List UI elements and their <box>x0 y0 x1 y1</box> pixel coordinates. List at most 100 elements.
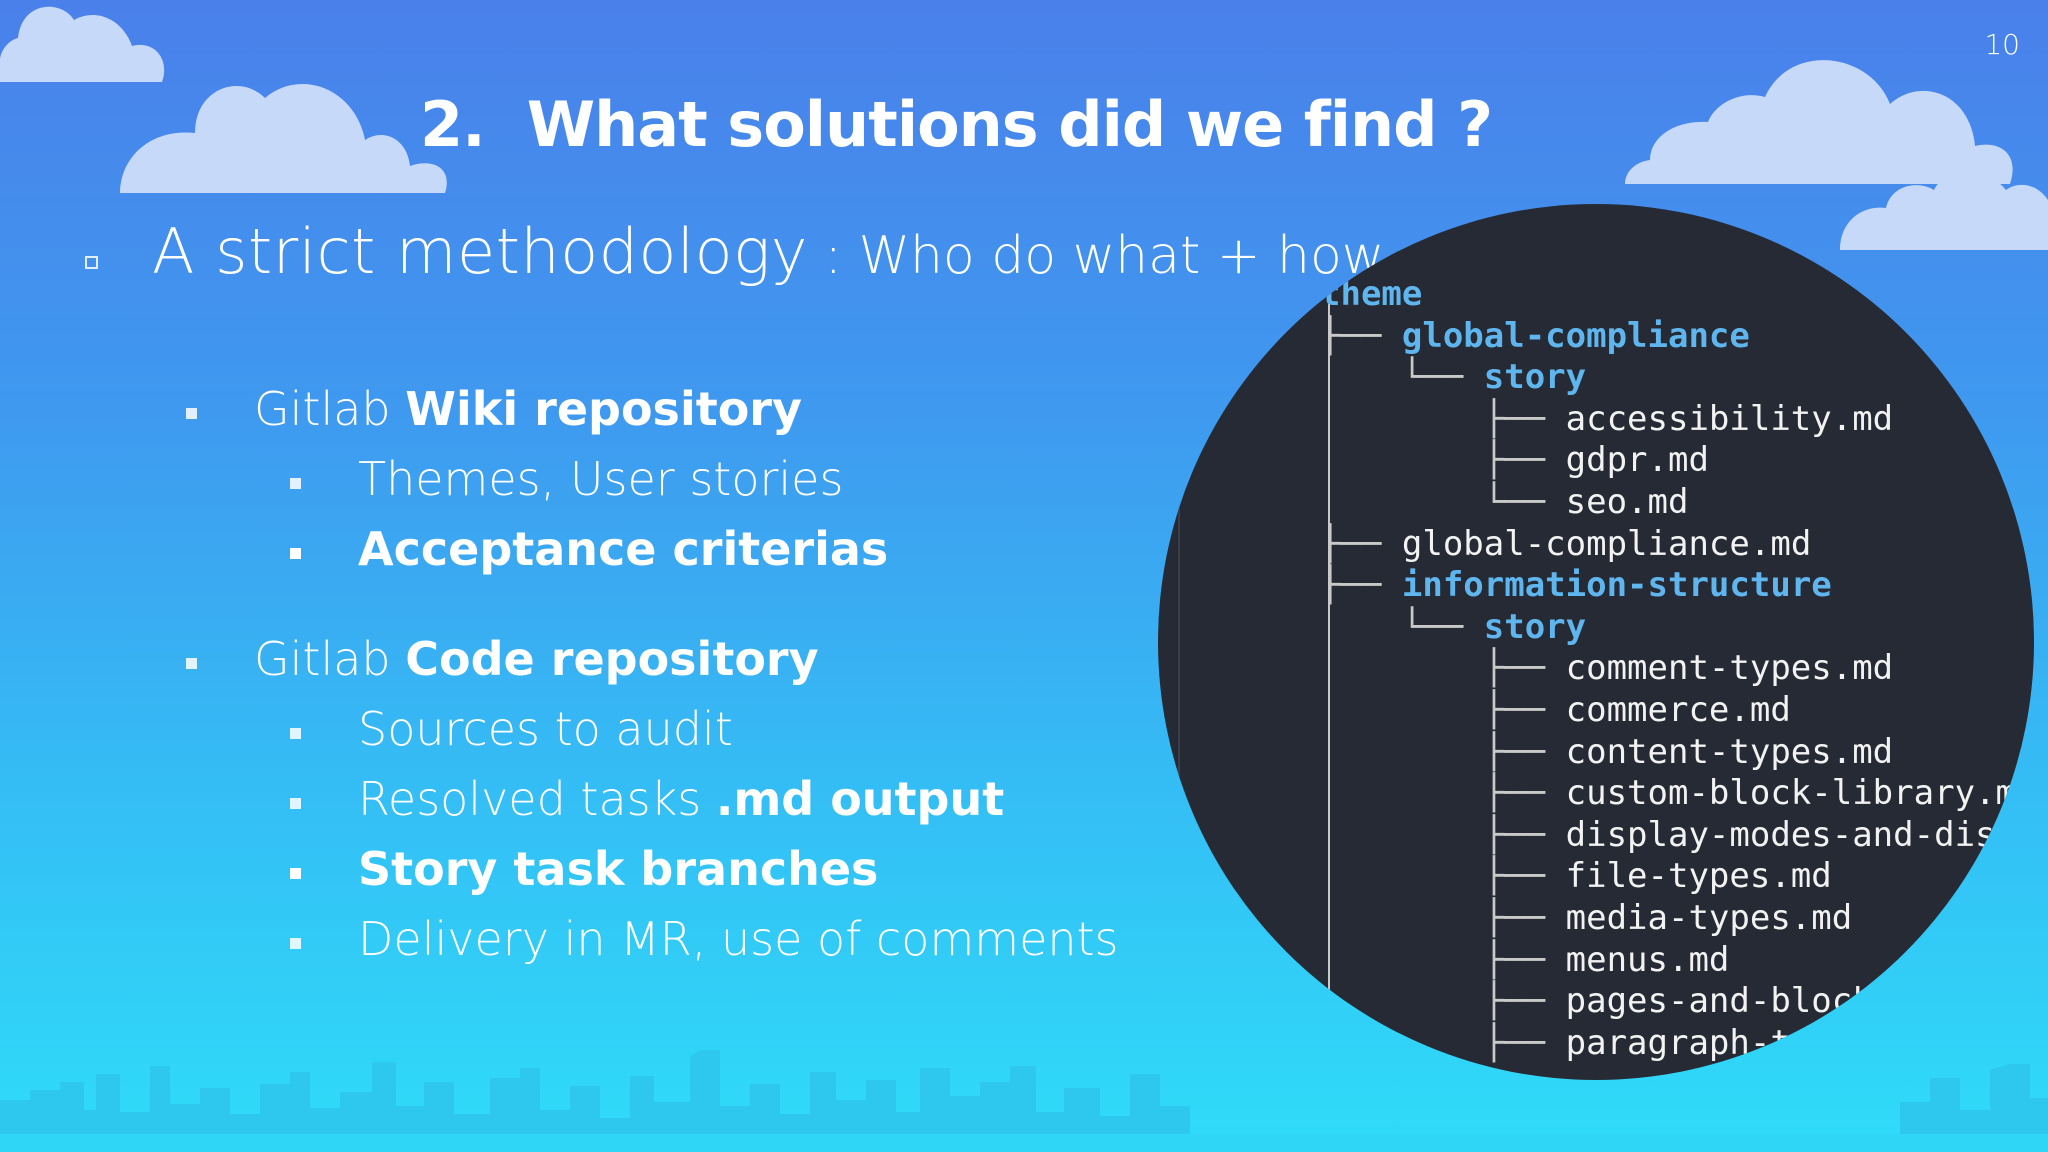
square-bullet-icon <box>290 728 301 739</box>
city-skyline <box>0 1050 2048 1152</box>
title-text: What solutions did we find ? <box>526 88 1493 161</box>
tree-entry: ├── content-types.md <box>1320 732 1893 772</box>
tree-branch: └── <box>1320 357 1484 398</box>
tree-file: paragraph-t <box>1565 1022 1791 1063</box>
section-bold: Wiki repository <box>405 382 802 436</box>
slide-number: 10 <box>1984 28 2020 61</box>
hollow-square-bullet-icon <box>85 256 98 269</box>
tree-entry: ├── menus.md <box>1320 939 1730 980</box>
section-wiki: Gitlab Wiki repository <box>186 382 986 442</box>
tree-entry: ├── accessibility.md <box>1320 399 1893 439</box>
tree-file: menus.md <box>1565 939 1730 980</box>
tree-file: display-modes-and-displ <box>1565 814 2034 855</box>
tree-branch: ├── <box>1320 898 1566 938</box>
tree-directory: theme <box>1320 274 1423 314</box>
list-item: Delivery in MR, use of comments <box>290 912 1119 972</box>
tree-entry: └── seo.md <box>1320 482 1689 522</box>
tree-entry: ├── file-types.md <box>1320 856 1832 896</box>
title-number: 2. <box>420 88 486 161</box>
list-item: Themes, User stories <box>290 452 1090 512</box>
tree-entry: ├── custom-block-library.md <box>1320 773 2034 813</box>
tree-branch: ├── <box>1320 315 1402 356</box>
square-bullet-icon <box>290 548 301 559</box>
tree-entry: └── story <box>1320 607 1586 647</box>
methodology-sub: : Who do what + how <box>807 226 1385 286</box>
square-bullet-icon <box>290 798 301 809</box>
tree-directory: global-compliance <box>1401 315 1750 356</box>
tree-entry: theme <box>1320 274 1422 314</box>
tree-file: comment-types.md <box>1565 648 1894 689</box>
methodology-bullet: A strict methodology : Who do what + how <box>85 215 1384 288</box>
list-item-text: Acceptance criterias <box>358 522 889 576</box>
list-item: Story task branches <box>290 842 1090 902</box>
tree-directory: story <box>1483 606 1587 647</box>
tree-entry: ├── paragraph-t <box>1320 1023 1791 1063</box>
tree-entry: ├── commerce.md <box>1320 690 1791 730</box>
tree-listing: theme├── global-compliance └── story ├──… <box>1158 204 2034 1080</box>
tree-branch: ├── <box>1320 731 1566 772</box>
tree-entry: ├── gdpr.md <box>1320 440 1709 480</box>
tree-file: commerce.md <box>1565 690 1791 730</box>
tree-entry: ├── media-types.md <box>1320 898 1852 938</box>
section-prefix: Gitlab <box>254 382 406 436</box>
tree-directory: story <box>1483 357 1587 398</box>
square-bullet-icon <box>186 408 197 419</box>
square-bullet-icon <box>290 868 301 879</box>
tree-branch: ├── <box>1320 440 1566 481</box>
tree-branch: ├── <box>1320 981 1566 1022</box>
tree-file: media-types.md <box>1565 898 1853 938</box>
list-item-text: Delivery in MR, use of comments <box>358 912 1119 966</box>
tree-entry: ├── global-compliance <box>1320 316 1750 356</box>
section-prefix: Gitlab <box>254 632 406 686</box>
tree-file: gdpr.md <box>1565 440 1709 481</box>
terminal-tree-screenshot: theme├── global-compliance └── story ├──… <box>1158 204 2034 1080</box>
section-bold: Code repository <box>405 632 819 686</box>
tree-branch: ├── <box>1320 398 1566 439</box>
list-item: Acceptance criterias <box>290 522 1090 582</box>
tree-guide-line <box>1328 304 1330 724</box>
square-bullet-icon <box>290 478 301 489</box>
tree-branch: ├── <box>1320 690 1566 730</box>
tree-branch: ├── <box>1320 856 1566 897</box>
tree-file: file-types.md <box>1565 856 1832 897</box>
list-item-text: Themes, User stories <box>358 452 844 506</box>
tree-file: accessibility.md <box>1565 398 1894 439</box>
list-item-text: Story task branches <box>358 842 879 896</box>
tree-file: pages-and-block <box>1565 981 1873 1022</box>
list-item-text: Resolved tasks <box>358 772 716 826</box>
slide-title: 2. What solutions did we find ? <box>420 88 1720 161</box>
tree-entry: └── story <box>1320 357 1586 397</box>
tree-entry: ├── information-structure <box>1320 565 1832 605</box>
cloud-right <box>1625 60 2013 184</box>
tree-branch: ├── <box>1320 565 1402 606</box>
tree-entry: ├── comment-types.md <box>1320 648 1893 688</box>
list-item-bold: .md output <box>715 772 1005 826</box>
tree-branch: └── <box>1320 606 1484 647</box>
tree-entry: ├── pages-and-block <box>1320 981 1873 1021</box>
list-item: Resolved tasks .md output <box>290 772 1090 832</box>
cloud-left <box>120 83 447 193</box>
tree-directory: information-structure <box>1401 565 1832 606</box>
tree-branch: ├── <box>1320 523 1402 564</box>
section-code: Gitlab Code repository <box>186 632 986 692</box>
tree-entry: ├── display-modes-and-displ <box>1320 815 2034 855</box>
tree-guide-line <box>1328 724 1330 1054</box>
tree-branch: ├── <box>1320 773 1566 814</box>
tree-file: content-types.md <box>1565 731 1894 772</box>
tree-branch: └── <box>1320 482 1566 522</box>
list-item: Sources to audit <box>290 702 1090 762</box>
tree-branch: ├── <box>1320 939 1566 980</box>
tree-file: seo.md <box>1565 482 1689 522</box>
list-item-text: Sources to audit <box>358 702 733 756</box>
tree-file: global-compliance.md <box>1401 523 1812 564</box>
tree-guide-line <box>1178 504 1180 984</box>
methodology-main: A strict methodology <box>152 215 808 288</box>
square-bullet-icon <box>186 658 197 669</box>
square-bullet-icon <box>290 938 301 949</box>
tree-entry: ├── global-compliance.md <box>1320 524 1811 564</box>
cloud-top-left <box>0 6 165 83</box>
cloud-far-right <box>1840 171 2048 250</box>
tree-file: custom-block-library.md <box>1565 773 2034 814</box>
tree-branch: ├── <box>1320 1022 1566 1063</box>
tree-branch: ├── <box>1320 648 1566 689</box>
